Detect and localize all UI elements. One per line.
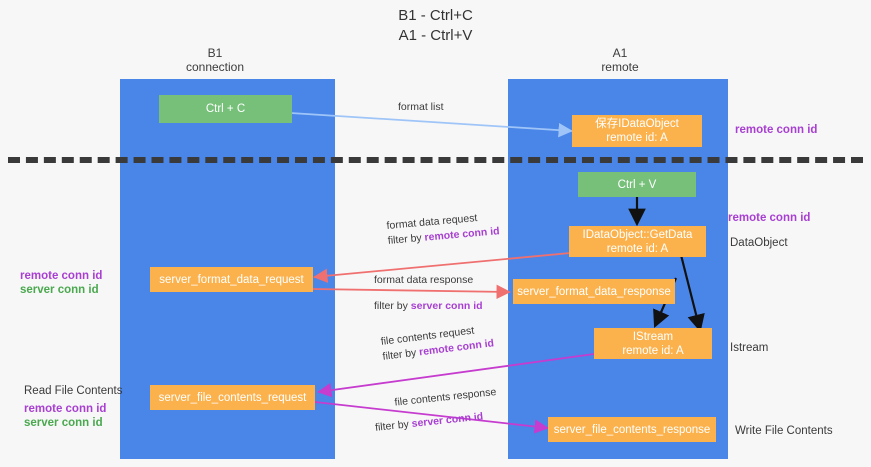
node-ctrl-v[interactable]: Ctrl + V bbox=[578, 172, 696, 197]
edge-label-file-contents-response-line1: file contents response bbox=[393, 386, 497, 409]
edge-label-file-contents-response-line2: filter by server conn id bbox=[374, 408, 499, 436]
edge-label-format-data-request: format data request filter by remote con… bbox=[386, 209, 500, 249]
edge-label-file-contents-response: file contents response filter by server … bbox=[372, 385, 499, 436]
node-ctrl-c[interactable]: Ctrl + C bbox=[159, 95, 292, 123]
edge-label-format-data-response-line1: format data response bbox=[374, 274, 474, 286]
annotation-left-server-conn-id: server conn id bbox=[20, 284, 99, 296]
annotation-left-remote-conn-id-2: remote conn id bbox=[24, 403, 107, 415]
annotation-read-file-contents: Read File Contents bbox=[24, 385, 123, 397]
edge-label-file-contents-request: file contents request filter by remote c… bbox=[380, 321, 495, 364]
filter-key-server-conn-id: server conn id bbox=[411, 410, 484, 430]
node-save-idataobject[interactable]: 保存IDataObject remote id: A bbox=[572, 115, 702, 147]
node-server-format-data-response[interactable]: server_format_data_response bbox=[513, 279, 675, 304]
node-server-file-contents-response[interactable]: server_file_contents_response bbox=[548, 417, 716, 442]
filter-prefix: filter by bbox=[374, 300, 411, 312]
edge-label-format-list: format list bbox=[398, 101, 444, 113]
annotation-istream: Istream bbox=[730, 342, 769, 354]
column-header-b1: B1 connection bbox=[185, 46, 245, 74]
annotation-left-server-conn-id-2: server conn id bbox=[24, 417, 103, 429]
node-server-file-contents-request[interactable]: server_file_contents_request bbox=[150, 385, 315, 410]
annotation-write-file-contents: Write File Contents bbox=[735, 425, 833, 437]
annotation-dataobject: DataObject bbox=[730, 237, 788, 249]
node-server-format-data-request[interactable]: server_format_data_request bbox=[150, 267, 313, 292]
annotation-left-remote-conn-id: remote conn id bbox=[20, 270, 103, 282]
node-idataobject-getdata[interactable]: IDataObject::GetData remote id: A bbox=[569, 226, 706, 257]
filter-prefix: filter by bbox=[374, 418, 413, 434]
annotation-remote-conn-id-mid: remote conn id bbox=[728, 212, 811, 224]
filter-key-server-conn-id: server conn id bbox=[410, 300, 483, 312]
node-istream[interactable]: IStream remote id: A bbox=[594, 328, 712, 359]
column-header-a1: A1 remote bbox=[601, 46, 639, 74]
annotation-remote-conn-id-top: remote conn id bbox=[735, 124, 818, 136]
edge-label-format-data-response: format data response filter by server co… bbox=[374, 273, 483, 314]
edge-label-format-data-response-line2: filter by server conn id bbox=[374, 299, 483, 314]
filter-prefix: filter by bbox=[387, 231, 426, 247]
page-title: B1 - Ctrl+C A1 - Ctrl+V bbox=[398, 7, 473, 44]
phase-divider bbox=[8, 157, 863, 163]
filter-prefix: filter by bbox=[381, 346, 420, 363]
